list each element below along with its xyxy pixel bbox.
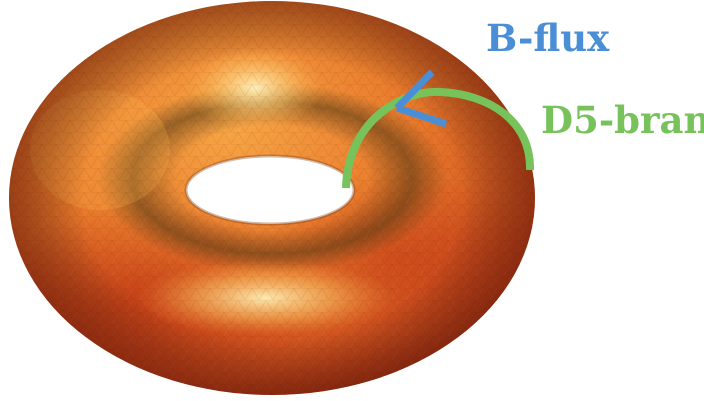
d5-brane-label: D5-brane: [541, 98, 704, 142]
torus-surface: [0, 1, 550, 395]
b-flux-label: B-flux: [486, 16, 610, 60]
